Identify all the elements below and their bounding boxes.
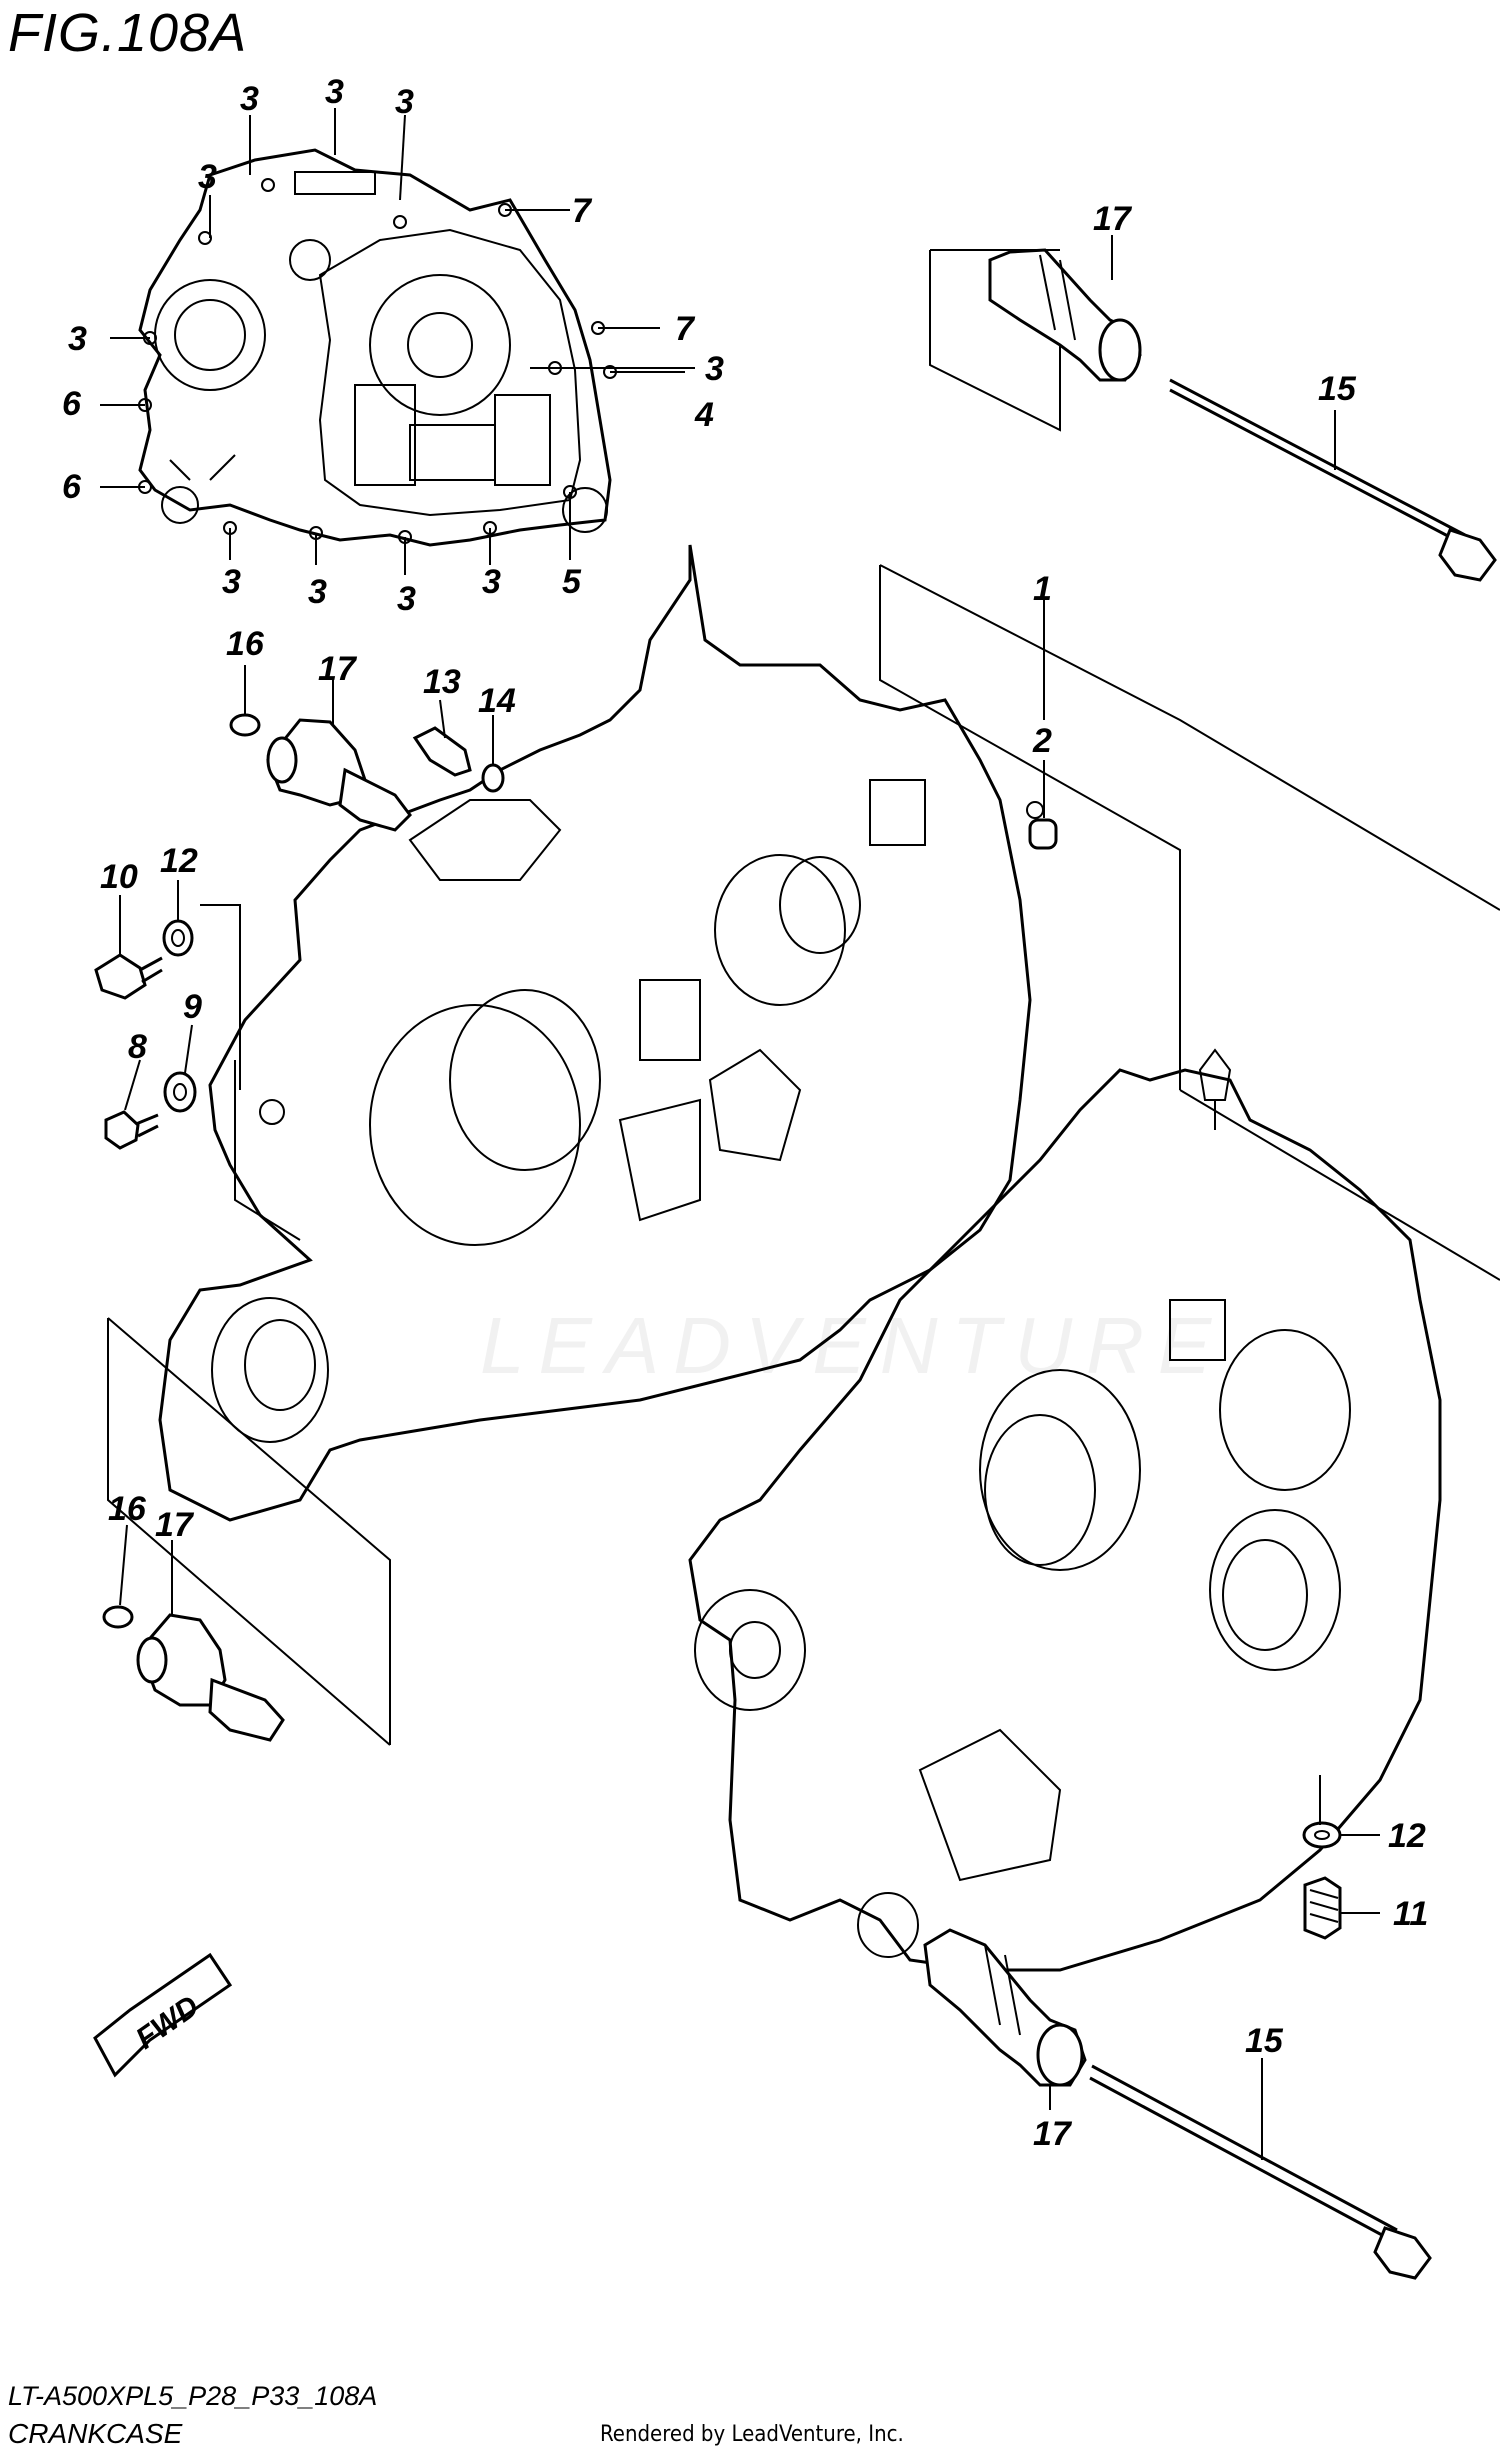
callout-4: 4 [694,396,714,434]
washer-12b [1302,1821,1342,1849]
callout-3: 3 [240,80,259,118]
oil-jet-13 [412,726,472,777]
watermark: LEADVENTURE [480,1301,1226,1390]
bearing-upper [988,248,1142,382]
figure-name: CRANKCASE [8,2418,183,2449]
crankcase-left-half [158,544,1044,1522]
callout-10: 10 [100,858,138,896]
washer-12a [162,919,194,957]
bolt-8 [104,1110,159,1150]
callout-1: 1 [1033,570,1052,608]
callouts: 3 3 3 3 7 7 3 3 4 6 6 3 3 3 3 5 17 15 1 … [62,73,1428,2153]
callout-16: 16 [108,1490,147,1528]
callout-3: 3 [397,580,416,618]
callout-15: 15 [1318,370,1357,408]
callout-17: 17 [1093,200,1133,238]
callout-16: 16 [226,625,265,663]
figure-code: LT-A500XPL5_P28_P33_108A [8,2381,378,2411]
callout-3: 3 [222,563,241,601]
callout-7: 7 [572,192,593,230]
leader-lines [100,108,1380,2160]
callout-9: 9 [183,988,202,1026]
callout-6: 6 [62,385,82,423]
callout-6: 6 [62,468,82,506]
callout-15: 15 [1245,2022,1284,2060]
o-ring-14 [481,763,505,793]
callout-11: 11 [1393,1895,1428,1933]
callout-5: 5 [562,563,582,601]
bearing-left [266,718,412,832]
bolt-10 [94,953,163,1000]
small-bolt-16a [229,713,261,737]
long-bolt-lower [1089,2064,1432,2280]
small-bolt-16b [102,1605,134,1629]
callout-3: 3 [68,320,87,358]
callout-13: 13 [423,663,461,701]
callout-12: 12 [1388,1817,1426,1855]
callout-2: 2 [1032,722,1052,760]
callout-8: 8 [128,1028,147,1066]
callout-7: 7 [675,310,696,348]
callout-3: 3 [325,73,344,111]
bracket-lines [107,249,1500,1746]
callout-17: 17 [155,1506,195,1544]
long-bolt-upper [1169,378,1497,582]
callout-3: 3 [198,158,217,196]
callout-17: 17 [318,650,358,688]
gasket-face-inset [138,148,617,547]
fwd-arrow-icon: FWD [93,1952,233,2078]
callout-17: 17 [1033,2115,1073,2153]
bearing-lower-left [136,1613,285,1742]
bolt-11 [1303,1876,1342,1940]
washer-9 [163,1071,197,1113]
callout-3: 3 [705,350,724,388]
dowel-pin-2 [1028,818,1058,850]
render-credit: Rendered by LeadVenture, Inc. [600,2422,904,2447]
figure-title: FIG.108A [8,3,248,63]
bearing-lower-right [923,1928,1087,2087]
callout-14: 14 [478,682,516,720]
callout-3: 3 [395,83,414,121]
callout-3: 3 [482,563,501,601]
callout-3: 3 [308,573,327,611]
callout-12: 12 [160,842,198,880]
